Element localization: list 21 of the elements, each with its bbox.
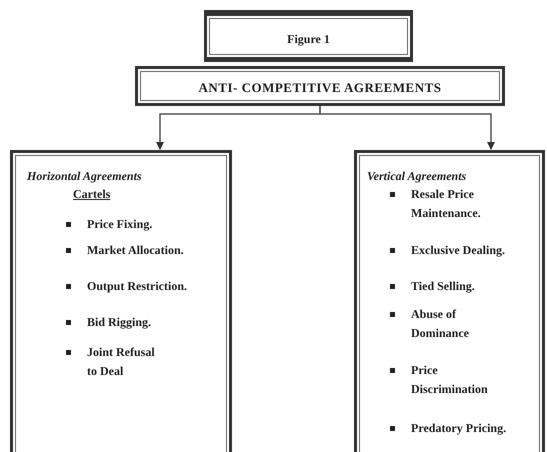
category-panel bbox=[354, 150, 545, 452]
bullet-item: Market Allocation. bbox=[87, 242, 185, 259]
bullet-item: Abuse of Dominance bbox=[411, 306, 470, 342]
bullet-item: Exclusive Dealing. bbox=[411, 242, 506, 259]
bullet-item: Joint Refusal to Deal bbox=[87, 344, 156, 380]
bullet-item: Price Discrimination bbox=[411, 362, 489, 398]
category-panel bbox=[10, 150, 232, 452]
arrow bbox=[319, 106, 495, 150]
bullet-item: Tied Selling. bbox=[411, 278, 476, 295]
title-box bbox=[204, 10, 413, 62]
panel-heading: Horizontal Agreements bbox=[27, 168, 143, 185]
bullet-item: Predatory Pricing. bbox=[411, 420, 508, 437]
node-label: ANTI- COMPETITIVE AGREEMENTS bbox=[198, 79, 442, 97]
bullet-item: Output Restriction. bbox=[87, 278, 188, 295]
category-box bbox=[135, 66, 505, 106]
bullet-item: Price Fixing. bbox=[87, 216, 154, 233]
bullet-item: Bid Rigging. bbox=[87, 314, 152, 331]
subheading: Cartels bbox=[73, 186, 112, 203]
panel-heading: Vertical Agreements bbox=[367, 168, 468, 185]
bullet-item: Resale Price Maintenance. bbox=[411, 186, 482, 222]
figure-label: Figure 1 bbox=[286, 31, 331, 48]
